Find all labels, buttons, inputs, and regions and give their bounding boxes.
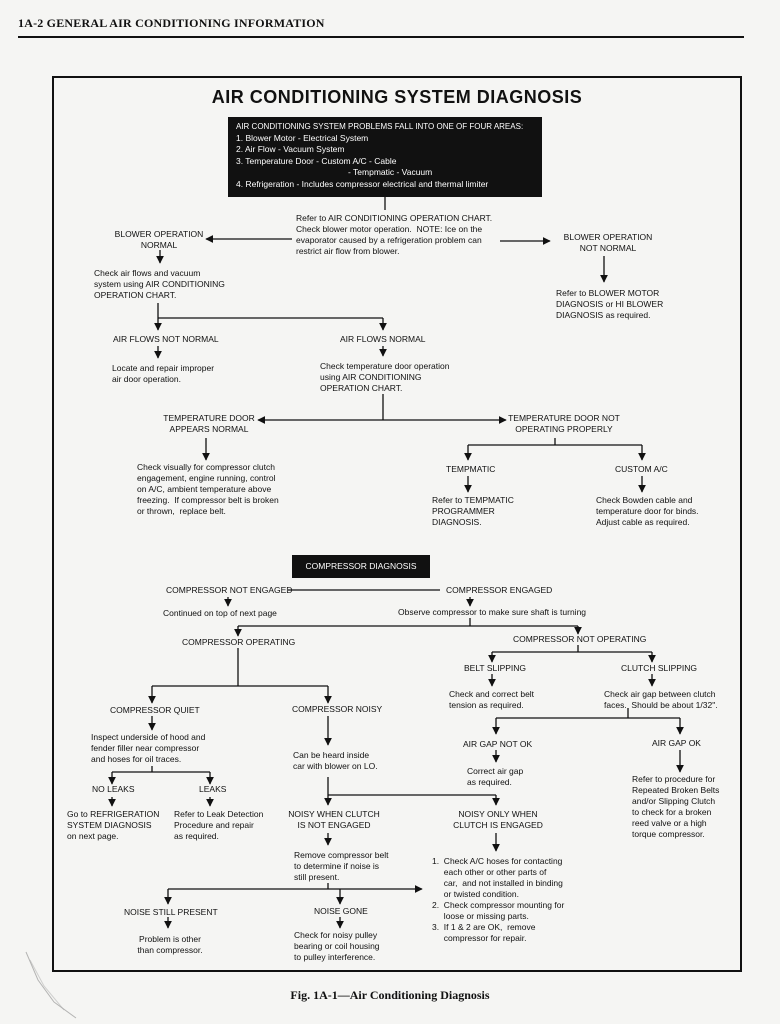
comp-operating-label: COMPRESSOR OPERATING: [182, 637, 296, 647]
intro-item: 1. Blower Motor - Electrical System: [236, 132, 369, 143]
air-flows-not-normal-label: AIR FLOWS NOT NORMAL: [113, 334, 219, 344]
noise-gone-label: NOISE GONE: [314, 906, 368, 916]
tempmatic-label: TEMPMATIC: [446, 464, 496, 474]
intro-item: - Tempmatic - Vacuum: [348, 167, 433, 177]
intro-item: 4. Refrigeration - Includes compressor e…: [236, 178, 489, 189]
check-bowden-text: Check Bowden cable and temperature door …: [596, 495, 699, 527]
check-list-text: 1. Check A/C hoses for contacting each o…: [432, 856, 565, 943]
heard-inside-text: Can be heard inside car with blower on L…: [293, 750, 378, 771]
clutch-slipping-label: CLUTCH SLIPPING: [621, 663, 698, 673]
problem-other-text: Problem is other than compressor.: [137, 934, 203, 955]
inspect-hood-text: Inspect underside of hood and fender fil…: [91, 732, 206, 764]
noise-still-label: NOISE STILL PRESENT: [124, 907, 218, 917]
continued-text: Continued on top of next page: [163, 608, 277, 618]
comp-quiet-label: COMPRESSOR QUIET: [110, 705, 200, 715]
check-air-gap-text: Check air gap between clutch faces. Shou…: [604, 689, 718, 710]
check-visually-text: Check visually for compressor clutch eng…: [137, 462, 279, 516]
refer-blower-motor-text: Refer to BLOWER MOTOR DIAGNOSIS or HI BL…: [556, 288, 664, 320]
air-gap-ok-label: AIR GAP OK: [652, 738, 701, 748]
diagram-title: AIR CONDITIONING SYSTEM DIAGNOSIS: [211, 87, 583, 107]
compressor-diagnosis-box: COMPRESSOR DIAGNOSIS: [292, 555, 430, 578]
leaks-label: LEAKS: [199, 784, 227, 794]
comp-noisy-label: COMPRESSOR NOISY: [292, 704, 383, 714]
comp-not-operating-label: COMPRESSOR NOT OPERATING: [513, 634, 647, 644]
remove-belt-text: Remove compressor belt to determine if n…: [294, 850, 389, 882]
check-pulley-text: Check for noisy pulley bearing or coil h…: [294, 930, 380, 962]
intro-item: 2. Air Flow - Vacuum System: [236, 144, 345, 154]
temp-door-normal-label: TEMPERATURE DOOR APPEARS NORMAL: [163, 413, 255, 434]
check-belt-text: Check and correct belt tension as requir…: [449, 689, 535, 710]
belt-slipping-label: BELT SLIPPING: [464, 663, 527, 673]
noisy-not-engaged-label: NOISY WHEN CLUTCH IS NOT ENGAGED: [288, 809, 380, 830]
goto-refrig-text: Go to REFRIGERATION SYSTEM DIAGNOSIS on …: [67, 809, 160, 841]
page-corner-scuff: [25, 951, 77, 1019]
check-air-flows-text: Check air flows and vacuum system using …: [94, 268, 225, 300]
refer-chart-text: Refer to AIR CONDITIONING OPERATION CHAR…: [296, 213, 493, 256]
locate-repair-text: Locate and repair improper air door oper…: [112, 363, 215, 384]
observe-text: Observe compressor to make sure shaft is…: [398, 607, 587, 617]
diagram-frame: [52, 76, 742, 972]
temp-door-not-label: TEMPERATURE DOOR NOT OPERATING PROPERLY: [508, 413, 620, 434]
air-flows-normal-label: AIR FLOWS NORMAL: [340, 334, 426, 344]
comp-not-engaged-label: COMPRESSOR NOT ENGAGED: [166, 585, 293, 595]
intro-item: 3. Temperature Door - Custom A/C - Cable: [236, 155, 397, 166]
intro-heading: AIR CONDITIONING SYSTEM PROBLEMS FALL IN…: [236, 122, 524, 131]
noisy-engaged-label: NOISY ONLY WHEN CLUTCH IS ENGAGED: [453, 809, 543, 830]
refer-procedure-text: Refer to procedure for Repeated Broken B…: [632, 774, 720, 839]
comp-engaged-label: COMPRESSOR ENGAGED: [446, 585, 553, 595]
figure-caption: Fig. 1A-1—Air Conditioning Diagnosis: [290, 988, 490, 1002]
blower-not-normal-label: BLOWER OPERATION NOT NORMAL: [563, 232, 653, 253]
blower-normal-label: BLOWER OPERATION NORMAL: [114, 229, 204, 250]
refer-leak-text: Refer to Leak Detection Procedure and re…: [174, 809, 264, 841]
no-leaks-label: NO LEAKS: [92, 784, 135, 794]
refer-tempmatic-text: Refer to TEMPMATIC PROGRAMMER DIAGNOSIS.: [432, 495, 514, 527]
page-header: 1A-2 GENERAL AIR CONDITIONING INFORMATIO…: [18, 16, 325, 30]
header-rule: [18, 36, 744, 38]
correct-air-gap-text: Correct air gap as required.: [467, 766, 524, 787]
intro-box: AIR CONDITIONING SYSTEM PROBLEMS FALL IN…: [228, 117, 542, 197]
custom-ac-label: CUSTOM A/C: [615, 464, 668, 474]
check-temp-door-text: Check temperature door operation using A…: [320, 361, 450, 393]
air-gap-not-ok-label: AIR GAP NOT OK: [463, 739, 533, 749]
